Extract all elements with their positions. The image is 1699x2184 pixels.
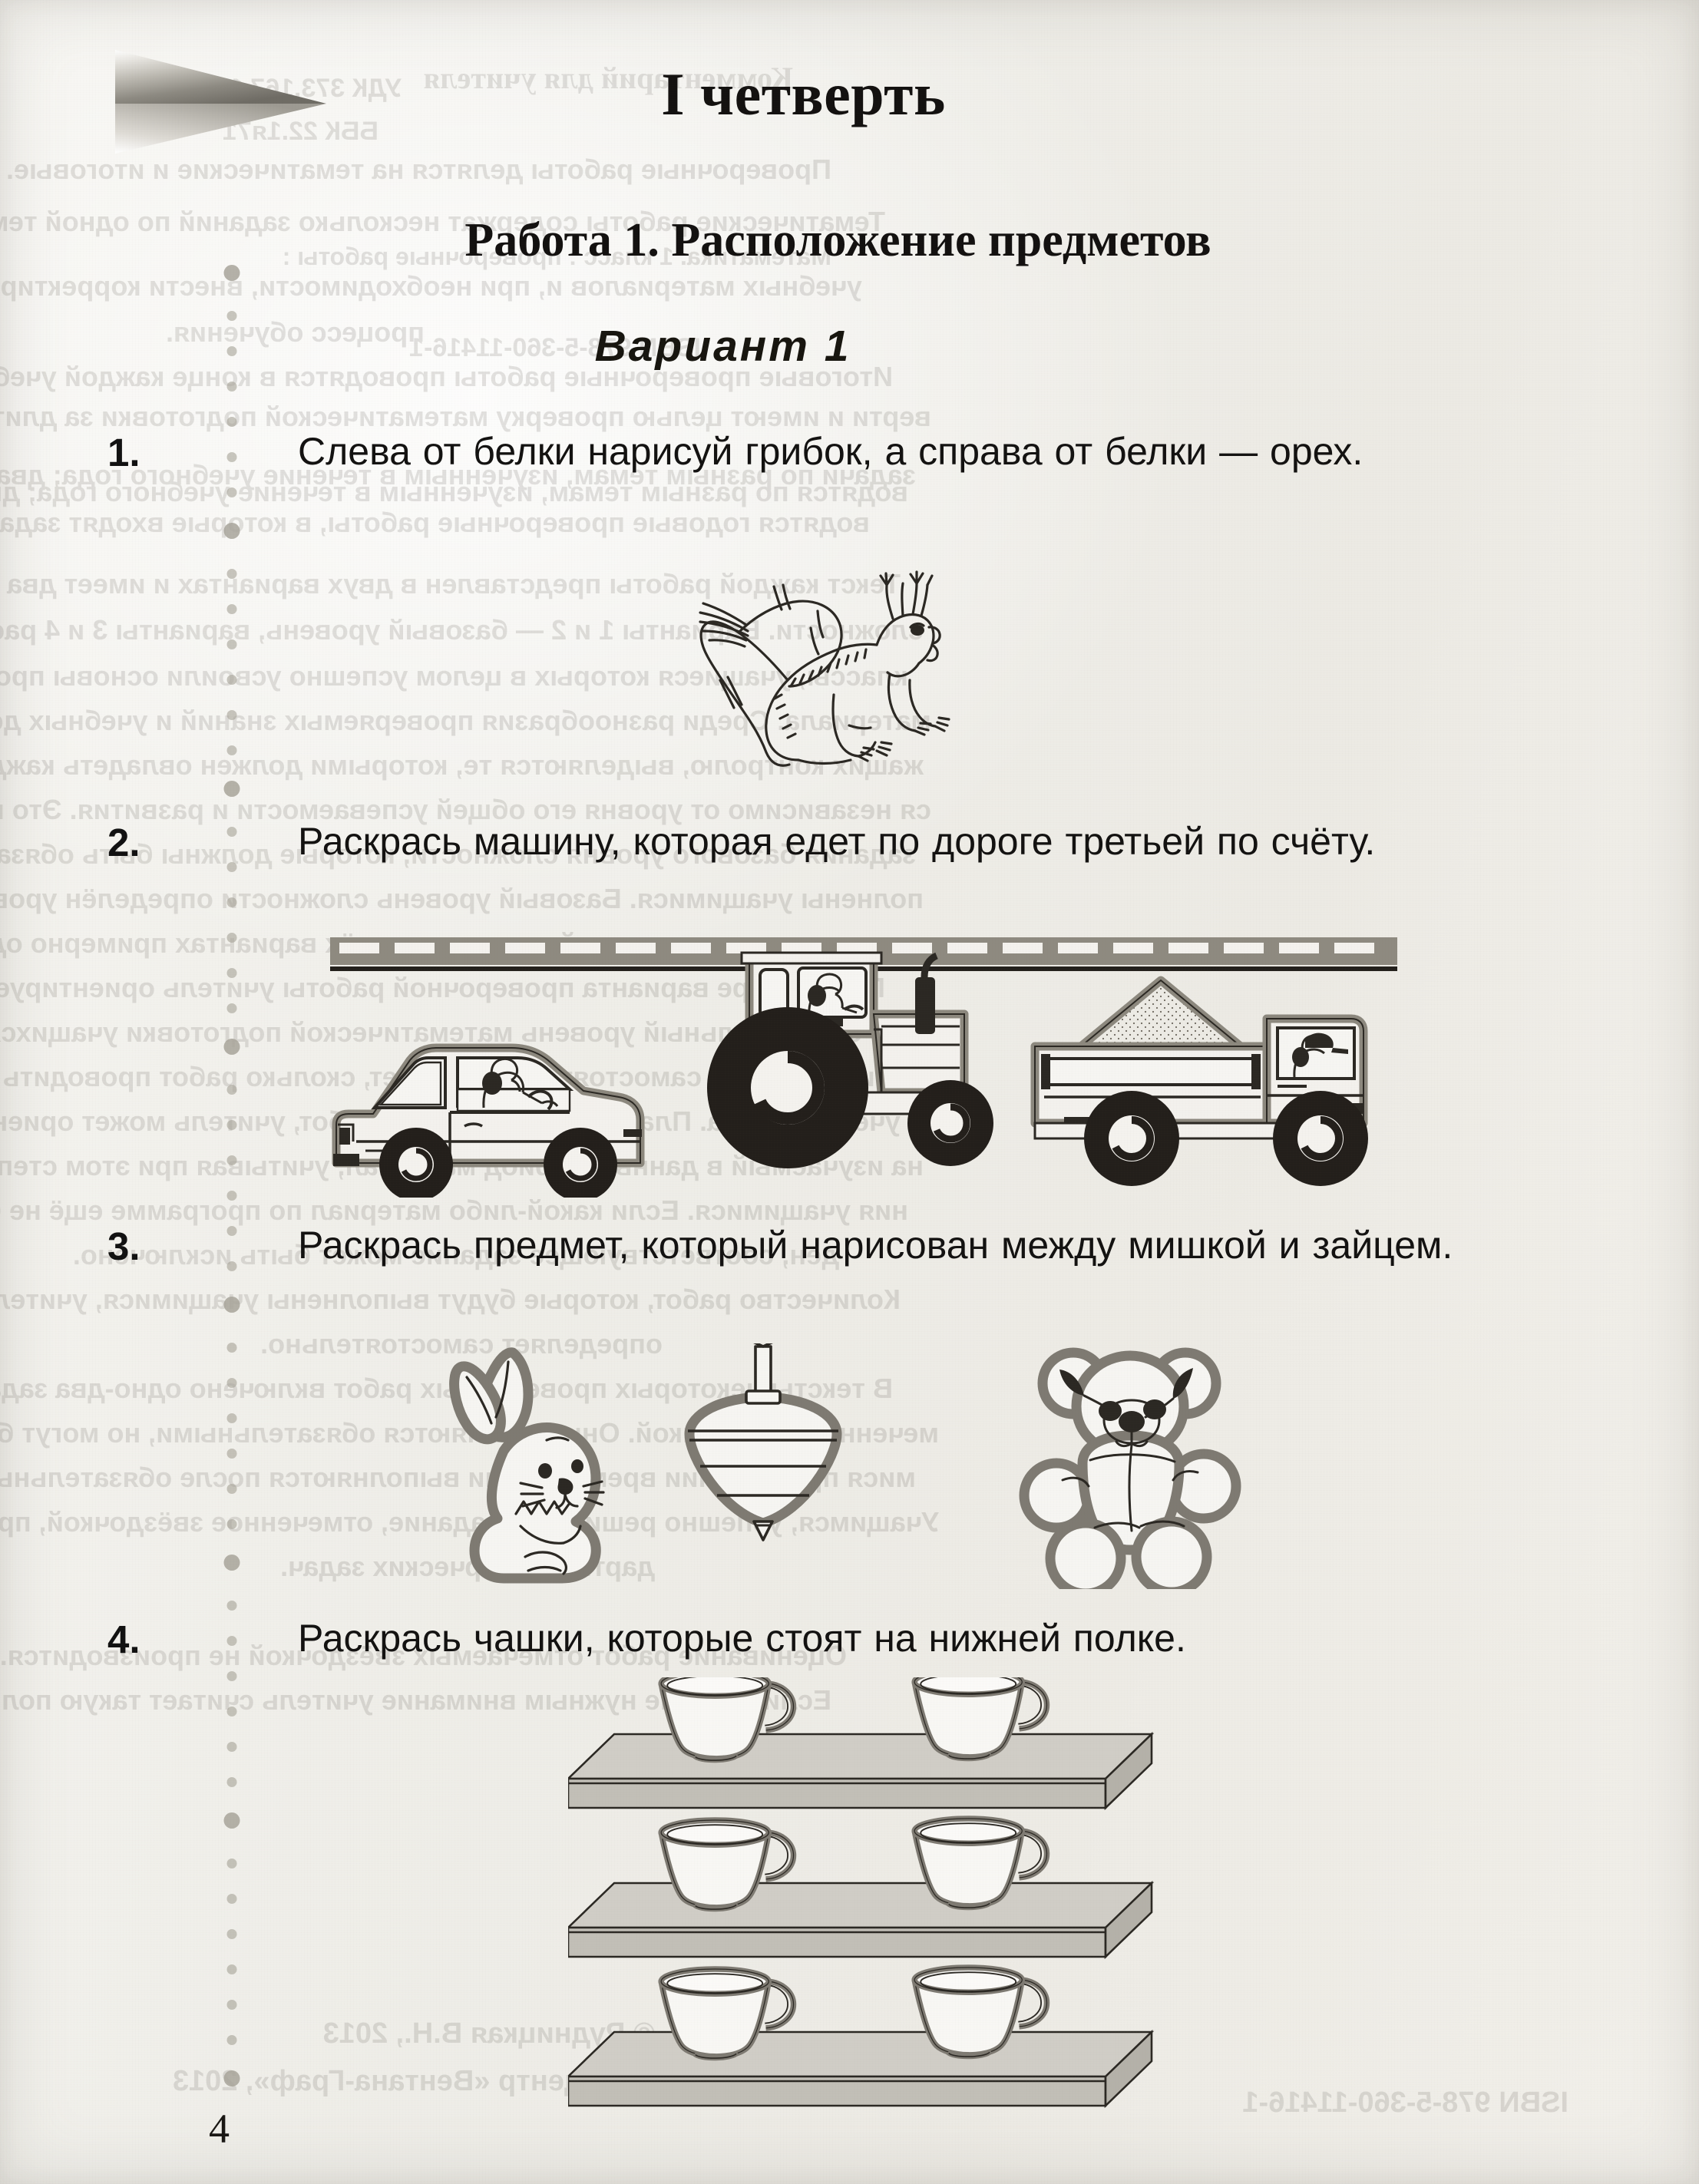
truck-vehicle — [1030, 976, 1368, 1186]
tractor-vehicle — [707, 951, 993, 1168]
task-number-4: 4. — [107, 1617, 140, 1661]
task-text-2: Раскрась машину, которая едет по дороге … — [298, 820, 1376, 863]
page-number: 4 — [209, 2106, 230, 2152]
teddy-bear-figure — [1019, 1347, 1241, 1589]
task-number-2: 2. — [107, 821, 140, 864]
shelves-with-cups-illustration — [568, 1677, 1259, 2146]
task-text-4: Раскрась чашки, которые стоят на нижней … — [298, 1617, 1186, 1660]
show-through-line: полнены учащимися. Базовый уровень сложн… — [0, 883, 924, 914]
hare-figure — [449, 1347, 605, 1584]
task-text-3: Раскрась предмет, который нарисован межд… — [298, 1224, 1453, 1267]
show-through-line: учебных материалов и, при необходимости,… — [0, 270, 862, 302]
task-number-3: 3. — [107, 1224, 140, 1268]
variant-title: Вариант 1 — [594, 322, 851, 371]
shelf-bottom — [568, 2030, 1153, 2107]
show-through-line: Количество работ, которые будут выполнен… — [0, 1284, 901, 1315]
show-through-line: ISBN 978-5-360-11416-1 — [1242, 2087, 1568, 2119]
task-number-1: 1. — [107, 431, 140, 474]
show-through-line: водятся по разным темам, изученным в теч… — [0, 476, 908, 507]
dotted-vertical-rule — [220, 265, 243, 2107]
work-title: Работа 1. Расположение предметов — [464, 214, 1211, 266]
spinning-top-figure — [684, 1343, 842, 1541]
car-vehicle — [332, 1043, 645, 1198]
squirrel-illustration — [676, 530, 960, 798]
objects-row-illustration — [430, 1343, 1274, 1589]
task-text-1: Слева от белки нарисуй грибок, а справа … — [298, 430, 1363, 473]
show-through-line: Проверочные работы делятся на тематическ… — [5, 154, 831, 185]
quarter-title: I четверть — [661, 61, 946, 127]
decorative-triangle — [115, 50, 326, 154]
shelf-middle — [568, 1882, 1153, 1958]
shelf-top — [568, 1733, 1153, 1809]
vehicles-illustration — [330, 933, 1397, 1198]
